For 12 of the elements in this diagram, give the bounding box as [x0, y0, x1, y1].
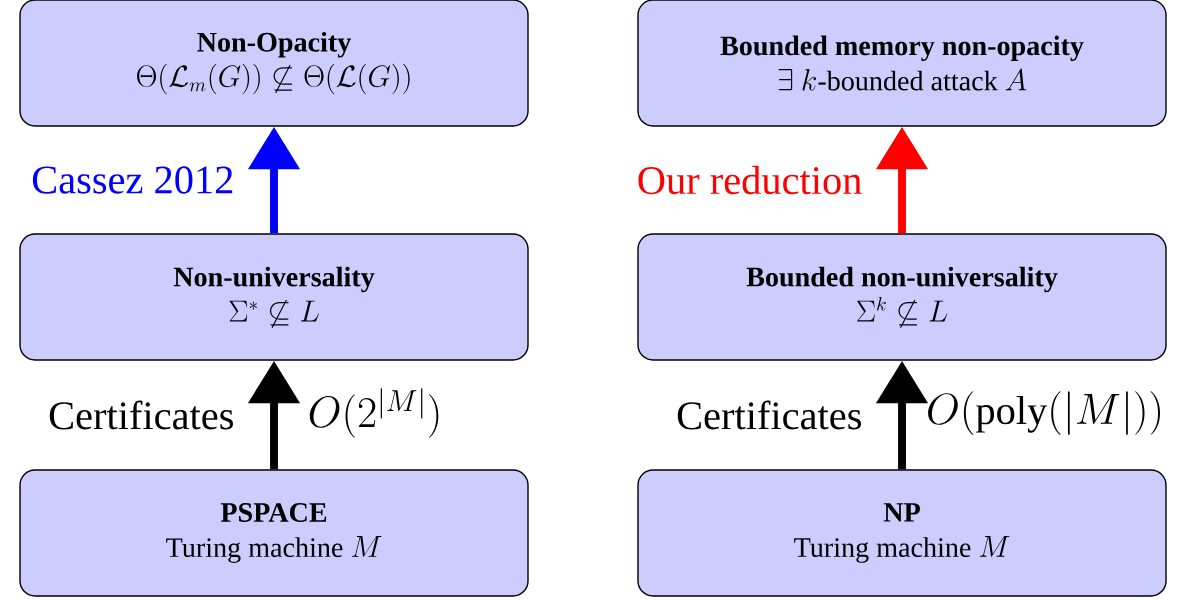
edge-label: Our reduction: [638, 165, 862, 195]
process-box: Non-Opacity $\Theta(\mathcal{L}_m(G)) \not\subseteq \Theta(\mathcal{L}(G))$: [19, 0, 529, 127]
complexity-label: $O(\mathrm{poly}(|M|))$: [928, 391, 1160, 435]
process-box: Bounded non-universality $\Sigma^k \not\subseteq L$: [637, 233, 1167, 361]
process-box: Non-universality $\Sigma^* \not\subseteq L$: [19, 233, 529, 361]
edge-label: Certificates: [49, 400, 233, 430]
process-box: PSPACE $\text{Turing machine }M$: [19, 469, 529, 597]
process-box: NP $\text{Turing machine }M$: [637, 469, 1167, 597]
complexity-label: $O(2^{|M|})$: [309, 388, 439, 438]
edge-label: Certificates: [677, 400, 861, 430]
edge-label: Cassez 2012: [32, 166, 233, 194]
process-box: Bounded memory non-opacity $\exists\ k\text{-bounded attack }A$: [637, 0, 1167, 127]
